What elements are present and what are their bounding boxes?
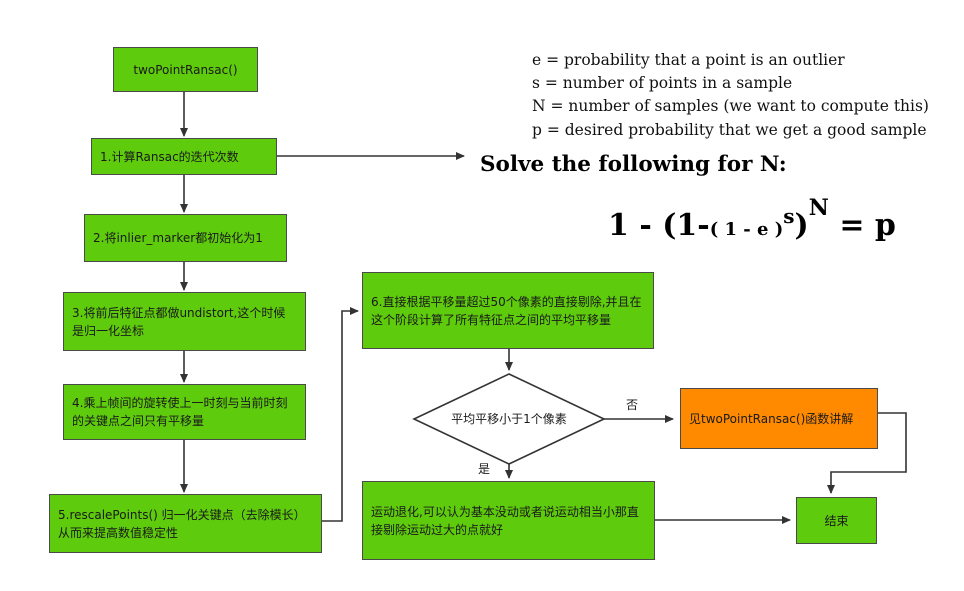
formula-rhs: = p [839,208,896,243]
formula-exp-s: s [783,204,795,228]
definition-N: N = number of samples (we want to comput… [532,97,929,115]
node-step2-init-inlier-marker: 2.将inlier_marker都初始化为1 [84,214,287,262]
decision-diamond [412,373,606,465]
node-step1-compute-iterations: 1.计算Ransac的迭代次数 [91,138,277,175]
edge-step5-step6 [322,307,359,522]
node-start: twoPointRansac() [113,47,258,92]
definition-p: p = desired probability that we get a go… [532,121,927,139]
node-degenerate-motion: 运动退化,可以认为基本没动或者说运动相当小那直接剔除运动过大的点就好 [362,481,655,560]
definition-s: s = number of points in a sample [532,74,793,92]
node-end: 结束 [796,497,877,544]
formula-lead: 1 - (1- [608,208,710,243]
edge-ref-end [827,412,907,494]
formula-inner: ( 1 - e ) [709,219,784,240]
formula-exp-N: N [808,195,829,221]
edge-label-no: 否 [626,398,639,412]
node-step3-undistort: 3.将前后特征点都做undistort,这个时候是归一化坐标 [63,292,306,351]
node-step6-filter-translation: 6.直接根据平移量超过50个像素的直接剔除,并且在这个阶段计算了所有特征点之间的… [362,272,654,349]
decision-label: 平均平移小于1个像素 [451,412,567,426]
edge-label-yes: 是 [478,462,491,476]
node-see-twopointransac: 见twoPointRansac()函数讲解 [680,388,878,449]
node-step4-rotation: 4.乘上帧间的旋转使上一时刻与当前时刻的关键点之间只有平移量 [63,384,306,440]
formula-close: ) [794,208,809,243]
definition-e: e = probability that a point is an outli… [532,51,845,69]
solve-heading: Solve the following for N: [480,152,787,177]
node-step5-rescale-points: 5.rescalePoints() 归一化关键点（去除模长）从而来提高数值稳定性 [49,494,322,553]
ransac-formula: 1 - (1-( 1 - e )s)N = p [608,195,896,250]
